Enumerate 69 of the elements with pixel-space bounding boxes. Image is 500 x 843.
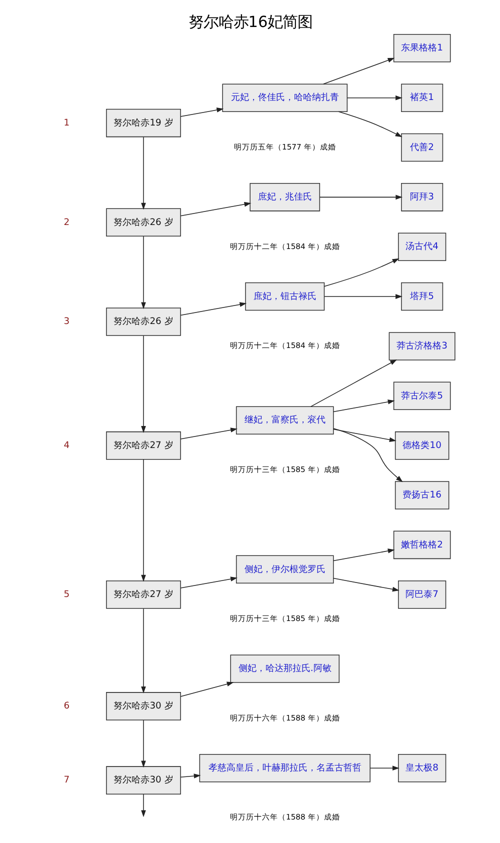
arrow	[180, 302, 246, 316]
node-box: 努尔哈赤26 岁	[106, 308, 180, 336]
node-box: 皇太极8	[398, 754, 446, 782]
node-box: 汤古代4	[398, 232, 446, 261]
node-box: 代善2	[400, 133, 443, 162]
arrow	[319, 194, 402, 200]
node-box: 努尔哈赤26 岁	[106, 208, 180, 237]
node-box: 继妃，富察氏，衮代	[235, 406, 334, 434]
label: 明万历十二年（1584 年）成婚	[229, 341, 340, 350]
arrow	[180, 774, 200, 778]
node-box: 孝慈高皇后，叶赫那拉氏，名孟古哲哲	[198, 754, 370, 782]
node-box: 德格类10	[394, 431, 449, 460]
arrow	[140, 136, 146, 210]
arrow	[140, 236, 146, 310]
node-box: 东果格格1	[392, 34, 450, 62]
label: 7	[63, 774, 70, 786]
label: 明万历十三年（1585 年）成婚	[229, 614, 340, 623]
node-box: 侧妃，哈达那拉氏.阿敏	[230, 654, 340, 683]
label: 明万历十三年（1585 年）成婚	[229, 464, 340, 474]
arrow	[140, 794, 146, 818]
node-box: 努尔哈赤19 岁	[106, 108, 180, 138]
arrow	[140, 720, 146, 768]
node-box: 努尔哈赤27 岁	[106, 431, 180, 460]
diagram-title: 努尔哈赤16妃简图	[188, 12, 312, 31]
node-box: 努尔哈赤30 岁	[106, 766, 180, 794]
arrow	[180, 428, 237, 440]
node-box: 莽古尔泰5	[392, 382, 450, 410]
arrow	[310, 360, 397, 407]
node-box: 费扬古16	[394, 481, 449, 510]
arrow	[338, 111, 402, 138]
arrow	[180, 576, 237, 588]
arrow	[180, 108, 224, 117]
label: 5	[63, 588, 70, 600]
arrow	[332, 400, 394, 412]
label: 明万历十六年（1588 年）成婚	[229, 812, 340, 822]
arrow	[322, 58, 394, 84]
label: 明万历十二年（1584 年）成婚	[229, 242, 340, 251]
label: 3	[63, 316, 70, 328]
node-box: 塔拜5	[400, 282, 443, 311]
node-box: 庶妃，钮古禄氏	[244, 282, 324, 311]
node-box: 莽古济格格3	[388, 332, 455, 360]
node-box: 嫩哲格格2	[392, 530, 450, 560]
arrow	[369, 766, 399, 770]
label: 明万历十六年（1588 年）成婚	[229, 713, 340, 722]
arrow	[180, 202, 251, 216]
arrow	[324, 294, 402, 299]
label: 明万历五年（1577 年）成婚	[233, 142, 336, 152]
arrow	[180, 682, 234, 697]
node-box: 侧妃，伊尔根觉罗氏	[235, 555, 334, 584]
arrow	[140, 608, 146, 694]
arrow	[332, 578, 399, 592]
arrow	[140, 335, 146, 433]
node-box: 庶妃，兆佳氏	[249, 183, 320, 212]
arrow	[332, 428, 402, 482]
arrow	[140, 459, 146, 582]
node-box: 阿拜3	[400, 183, 443, 212]
node-box: 努尔哈赤27 岁	[106, 580, 180, 609]
label: 4	[63, 440, 70, 451]
node-box: 元妃，佟佳氏，哈哈纳扎青	[222, 84, 348, 112]
node-box: 努尔哈赤30 岁	[106, 692, 180, 720]
arrow	[323, 258, 399, 287]
node-box: 阿巴泰7	[398, 580, 446, 609]
label: 1	[63, 117, 70, 128]
arrow	[346, 95, 402, 100]
label: 2	[63, 216, 70, 228]
label: 6	[63, 700, 70, 712]
arrow	[332, 548, 394, 562]
arrow	[332, 428, 396, 442]
node-box: 褚英1	[400, 84, 443, 112]
